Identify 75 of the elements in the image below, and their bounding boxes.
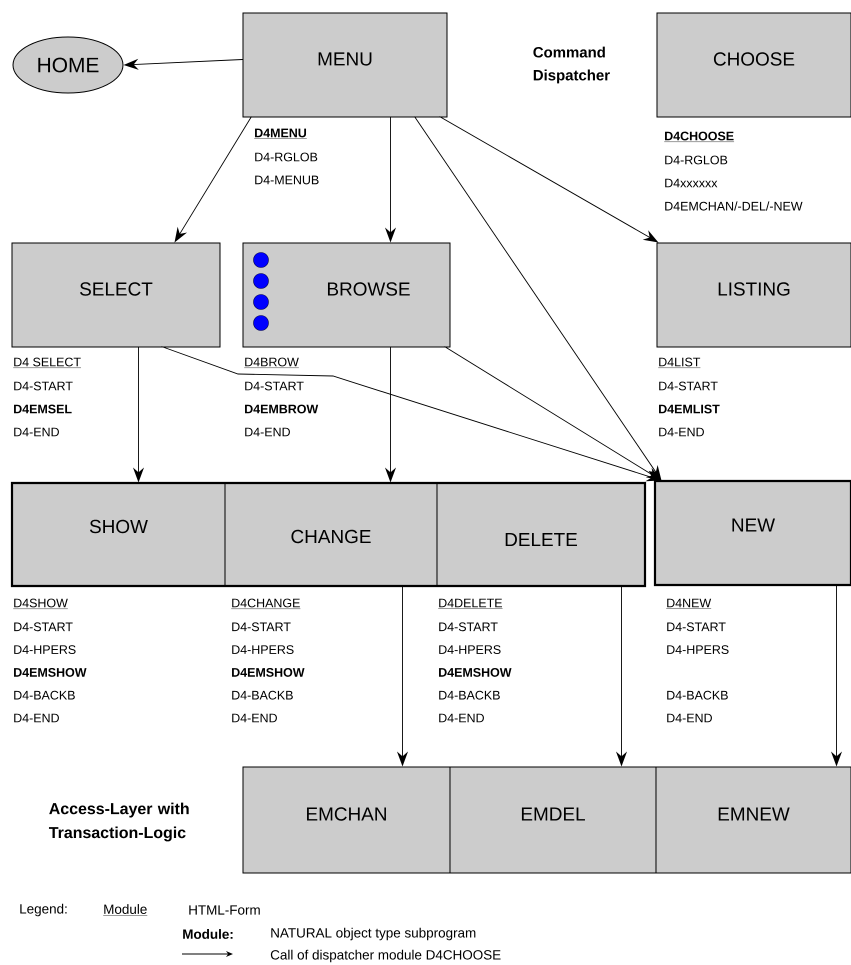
box-label: CHOOSE	[714, 52, 794, 66]
module-name: D4-BACKB	[12, 690, 76, 701]
module-name: D4EMLIST	[657, 404, 721, 414]
box-label: EMNEW	[718, 808, 790, 821]
module-name: D4-START	[437, 621, 499, 632]
module-name: D4-START	[12, 621, 74, 632]
box-label: LISTING	[718, 282, 790, 296]
box-label: SELECT	[80, 282, 152, 296]
form-box	[656, 242, 851, 348]
form-box	[12, 242, 220, 348]
form-box	[12, 482, 226, 586]
module-name: D4-RGLOB	[663, 154, 729, 166]
module-name: D4-MENUB	[253, 174, 320, 186]
form-box	[242, 766, 450, 874]
form-box	[436, 482, 646, 586]
legend-entry: HTML-Form	[189, 905, 260, 915]
form-box	[242, 242, 450, 348]
legend-entry: NATURAL object type subprogram	[271, 928, 476, 940]
legend-sample: Module	[103, 904, 148, 916]
module-name: D4-START	[665, 621, 727, 632]
module-name: D4-END	[657, 426, 706, 438]
module-name: D4EMBROW	[243, 404, 320, 414]
module-name: D4 SELECT	[12, 356, 82, 370]
legend-term: Module:	[183, 929, 233, 939]
box-label: DELETE	[506, 533, 577, 546]
legend-heading: Legend:	[20, 904, 67, 916]
form-box	[450, 766, 656, 874]
form-box	[656, 766, 851, 874]
legend-entry: Call of dispatcher module D4CHOOSE	[270, 950, 501, 962]
module-name: D4-HPERS	[230, 644, 296, 656]
module-name: D4-END	[437, 712, 486, 724]
module-name: D4EMSHOW	[230, 667, 306, 678]
module-name: D4-END	[12, 426, 61, 438]
module-name: D4EMSEL	[12, 404, 74, 414]
module-name: D4xxxxxx	[663, 178, 718, 188]
module-name: D4CHANGE	[230, 598, 302, 610]
module-name: D4-HPERS	[437, 644, 502, 656]
module-name: D4-HPERS	[665, 644, 730, 656]
module-name: D4-BACKB	[665, 690, 730, 701]
box-label: BROWSE	[328, 282, 410, 296]
module-name: D4SHOW	[12, 598, 69, 610]
module-name: D4BROW	[243, 356, 300, 370]
module-name: D4-START	[243, 380, 305, 392]
form-box	[224, 482, 438, 586]
module-name: D4LIST	[657, 356, 702, 370]
box-label: EMDEL	[522, 808, 585, 821]
form-box	[242, 12, 448, 118]
module-name: D4-END	[665, 712, 714, 724]
module-name: D4-BACKB	[437, 690, 502, 701]
module-name: D4EMSHOW	[437, 667, 513, 678]
layer-heading: Access-Layer with Transaction-Logic	[48, 802, 189, 842]
side-heading: Command Dispatcher	[533, 46, 610, 84]
module-name: D4-BACKB	[230, 690, 294, 701]
box-label: MENU	[318, 52, 372, 66]
module-name: D4EMSHOW	[12, 667, 88, 678]
module-name: D4-START	[657, 380, 719, 392]
module-name: D4-HPERS	[12, 644, 78, 656]
module-name: D4-END	[243, 426, 292, 438]
module-name: D4-END	[12, 712, 61, 724]
module-name: D4DELETE	[437, 598, 504, 610]
box-label: NEW	[732, 518, 775, 532]
module-name: D4-START	[230, 621, 292, 632]
module-name: D4-RGLOB	[253, 152, 319, 162]
box-label: CHANGE	[291, 530, 371, 544]
module-name: D4MENU	[253, 128, 308, 140]
form-box	[656, 12, 851, 118]
module-name: D4-END	[230, 712, 279, 724]
module-name: D4EMCHAN/-DEL/-NEW	[663, 200, 804, 212]
module-name: D4NEW	[665, 598, 712, 610]
box-label: HOME	[38, 58, 98, 72]
ellipse-node	[12, 36, 124, 94]
box-label: EMCHAN	[307, 807, 386, 821]
module-name: D4CHOOSE	[663, 130, 736, 144]
module-name: D4-START	[12, 380, 74, 392]
box-label: SHOW	[90, 520, 148, 534]
